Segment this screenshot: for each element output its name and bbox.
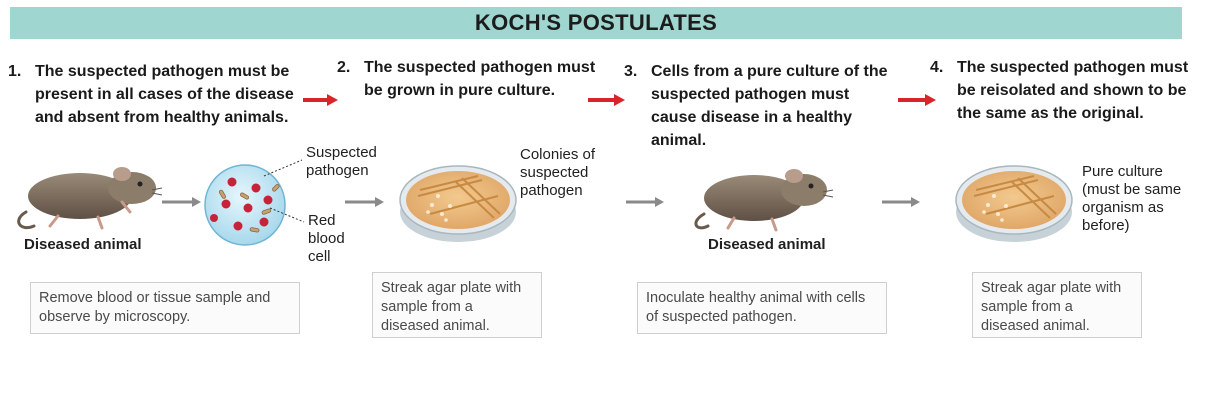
diagram-title: KOCH'S POSTULATES: [474, 10, 718, 35]
label-diseased-animal-1: Diseased animal: [24, 236, 142, 253]
title-bar: KOCH'S POSTULATES: [10, 7, 1182, 39]
note-box-4: Streak agar plate with sample from a dis…: [972, 272, 1142, 338]
step-3-number: 3.: [624, 63, 638, 80]
step-arrow-3: [898, 94, 936, 106]
note-box-3: Inoculate healthy animal with cells of s…: [637, 282, 887, 334]
step-3-text: Cells from a pure culture of the suspect…: [651, 63, 888, 149]
step-arrow-1: [303, 94, 338, 106]
process-arrow-3: [626, 197, 664, 207]
step-3: 3. Cells from a pure culture of the susp…: [624, 60, 894, 152]
diseased-mouse-icon-2: [694, 169, 834, 232]
step-2-text: The suspected pathogen must be grown in …: [364, 59, 596, 99]
process-arrow-2: [345, 197, 384, 207]
step-arrow-2: [588, 94, 625, 106]
note-box-2: Streak agar plate with sample from a dis…: [372, 272, 542, 338]
blood-sample-view: [204, 159, 305, 246]
step-4-text: The suspected pathogen must be reisolate…: [957, 59, 1189, 122]
note-box-1: Remove blood or tissue sample and observ…: [30, 282, 300, 334]
step-1-text: The suspected pathogen must be present i…: [35, 63, 294, 126]
label-colonies: Colonies of suspected pathogen: [520, 146, 596, 199]
agar-plate-2: [955, 165, 1073, 242]
label-pure-culture: Pure culture (must be same organism as b…: [1082, 163, 1182, 234]
step-4-number: 4.: [930, 59, 944, 76]
process-arrow-1: [162, 197, 201, 207]
pathogen-rods: [218, 184, 280, 233]
step-4: 4. The suspected pathogen must be reisol…: [930, 56, 1195, 125]
step-2: 2. The suspected pathogen must be grown …: [337, 56, 602, 102]
step-1-number: 1.: [8, 63, 22, 80]
step-2-number: 2.: [337, 59, 351, 76]
label-red-blood-cell: Red blood cell: [308, 212, 345, 265]
diseased-mouse-icon: [17, 167, 163, 230]
process-arrow-4: [882, 197, 920, 207]
label-diseased-animal-2: Diseased animal: [708, 236, 826, 253]
red-blood-cells: [210, 177, 273, 231]
step-1: 1. The suspected pathogen must be presen…: [8, 60, 298, 129]
agar-plate-1: [399, 165, 517, 242]
label-suspected-pathogen: Suspected pathogen: [306, 144, 377, 179]
